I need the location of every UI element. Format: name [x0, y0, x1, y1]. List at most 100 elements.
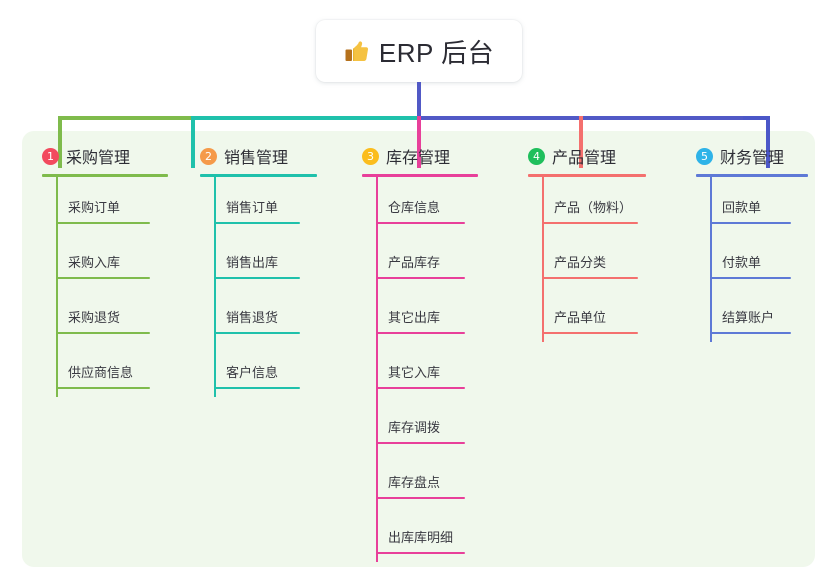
branch-number-badge: 5: [696, 147, 713, 165]
branch-item-label: 产品库存: [388, 255, 441, 270]
branch-item-label: 销售订单: [226, 200, 279, 215]
branch-spine-line: [56, 177, 58, 397]
branch-header-underline: [528, 174, 646, 177]
branch-column-2: 2 销售管理销售订单销售出库销售退货客户信息: [200, 144, 350, 397]
branch-item-label: 采购退货: [68, 310, 121, 325]
branch-item[interactable]: 回款单: [696, 177, 839, 232]
connector-bus-teal: [191, 116, 419, 120]
branch-header-underline: [42, 174, 168, 177]
branch-item-underline: [710, 277, 791, 279]
branch-item[interactable]: 其它出库: [362, 287, 522, 342]
branch-item-underline: [376, 277, 465, 279]
branch-item-underline: [214, 332, 300, 334]
branch-background-panel: [22, 131, 815, 567]
branch-item-label: 出库库明细: [388, 530, 454, 545]
branch-title-label: 采购管理: [66, 150, 131, 167]
branch-item[interactable]: 结算账户: [696, 287, 839, 342]
branch-item-label: 其它出库: [388, 310, 441, 325]
branch-column-3: 3 库存管理仓库信息产品库存其它出库其它入库库存调拨库存盘点出库库明细: [362, 144, 522, 562]
branch-header-underline: [362, 174, 478, 177]
branch-item-underline: [376, 497, 465, 499]
branch-item-underline: [710, 222, 791, 224]
branch-item-label: 供应商信息: [68, 365, 134, 380]
root-node-label: ERP 后台: [378, 37, 495, 68]
branch-item-underline: [56, 222, 150, 224]
branch-item-underline: [376, 332, 465, 334]
branch-item[interactable]: 出库库明细: [362, 507, 522, 562]
branch-item-label: 付款单: [722, 255, 762, 270]
branch-item-underline: [376, 222, 465, 224]
connector-drop-col5: [766, 116, 770, 168]
branch-item-underline: [214, 222, 300, 224]
branch-item[interactable]: 销售退货: [200, 287, 350, 342]
branch-item-underline: [542, 277, 638, 279]
branch-spine-line: [710, 177, 712, 342]
branch-item-underline: [56, 277, 150, 279]
branch-item-label: 采购订单: [68, 200, 121, 215]
branch-item-list: 产品（物料） 产品分类产品单位: [528, 177, 688, 342]
branch-number-badge: 2: [200, 147, 217, 165]
branch-item[interactable]: 客户信息: [200, 342, 350, 397]
branch-item[interactable]: 付款单: [696, 232, 839, 287]
branch-title-label: 销售管理: [224, 150, 289, 167]
branch-item-underline: [376, 387, 465, 389]
branch-item[interactable]: 产品单位: [528, 287, 688, 342]
branch-title-label: 产品管理: [552, 150, 617, 167]
connector-trunk-vertical: [417, 82, 421, 119]
branch-item[interactable]: 供应商信息: [42, 342, 192, 397]
connector-drop-col3: [417, 116, 421, 168]
branch-spine-line: [542, 177, 544, 342]
branch-item-label: 产品（物料）: [554, 200, 633, 215]
branch-item[interactable]: 销售订单: [200, 177, 350, 232]
branch-title-label: 财务管理: [720, 150, 785, 167]
branch-item-underline: [542, 222, 638, 224]
branch-spine-line: [214, 177, 216, 397]
branch-header-5[interactable]: 5 财务管理: [696, 144, 839, 168]
branch-item-label: 仓库信息: [388, 200, 441, 215]
branch-item[interactable]: 采购订单: [42, 177, 192, 232]
branch-item-underline: [214, 277, 300, 279]
branch-header-2[interactable]: 2 销售管理: [200, 144, 350, 168]
branch-item[interactable]: 采购退货: [42, 287, 192, 342]
branch-header-3[interactable]: 3 库存管理: [362, 144, 522, 168]
branch-item-label: 销售退货: [226, 310, 279, 325]
branch-item-list: 仓库信息产品库存其它出库其它入库库存调拨库存盘点出库库明细: [362, 177, 522, 562]
branch-item-label: 结算账户: [722, 310, 775, 325]
connector-drop-col2: [191, 116, 195, 168]
branch-title-label: 库存管理: [386, 150, 451, 167]
branch-item[interactable]: 仓库信息: [362, 177, 522, 232]
branch-item[interactable]: 采购入库: [42, 232, 192, 287]
branch-item-underline: [214, 387, 300, 389]
branch-header-underline: [696, 174, 808, 177]
branch-header-4[interactable]: 4 产品管理: [528, 144, 688, 168]
branch-item-label: 销售出库: [226, 255, 279, 270]
branch-item[interactable]: 销售出库: [200, 232, 350, 287]
connector-drop-col1: [58, 116, 62, 168]
branch-number-badge: 3: [362, 147, 379, 165]
branch-item-list: 采购订单采购入库采购退货供应商信息: [42, 177, 192, 397]
root-node-erp-backend[interactable]: ERP 后台: [316, 20, 522, 82]
branch-item[interactable]: 产品库存: [362, 232, 522, 287]
branch-item[interactable]: 其它入库: [362, 342, 522, 397]
branch-item-label: 其它入库: [388, 365, 441, 380]
branch-item-underline: [542, 332, 638, 334]
branch-item-list: 销售订单销售出库销售退货客户信息: [200, 177, 350, 397]
branch-item-label: 库存调拨: [388, 420, 441, 435]
branch-item-label: 库存盘点: [388, 475, 441, 490]
branch-number-badge: 4: [528, 147, 545, 165]
branch-item-list: 回款单付款单结算账户: [696, 177, 839, 342]
connector-bus-green: [58, 116, 193, 120]
branch-item[interactable]: 产品分类: [528, 232, 688, 287]
connector-drop-col4: [579, 116, 583, 168]
branch-spine-line: [376, 177, 378, 562]
branch-item-label: 产品分类: [554, 255, 607, 270]
branch-item-label: 产品单位: [554, 310, 607, 325]
branch-item[interactable]: 库存调拨: [362, 397, 522, 452]
branch-item-label: 采购入库: [68, 255, 121, 270]
branch-item[interactable]: 库存盘点: [362, 452, 522, 507]
branch-item-underline: [376, 552, 465, 554]
branch-item[interactable]: 产品（物料）: [528, 177, 688, 232]
